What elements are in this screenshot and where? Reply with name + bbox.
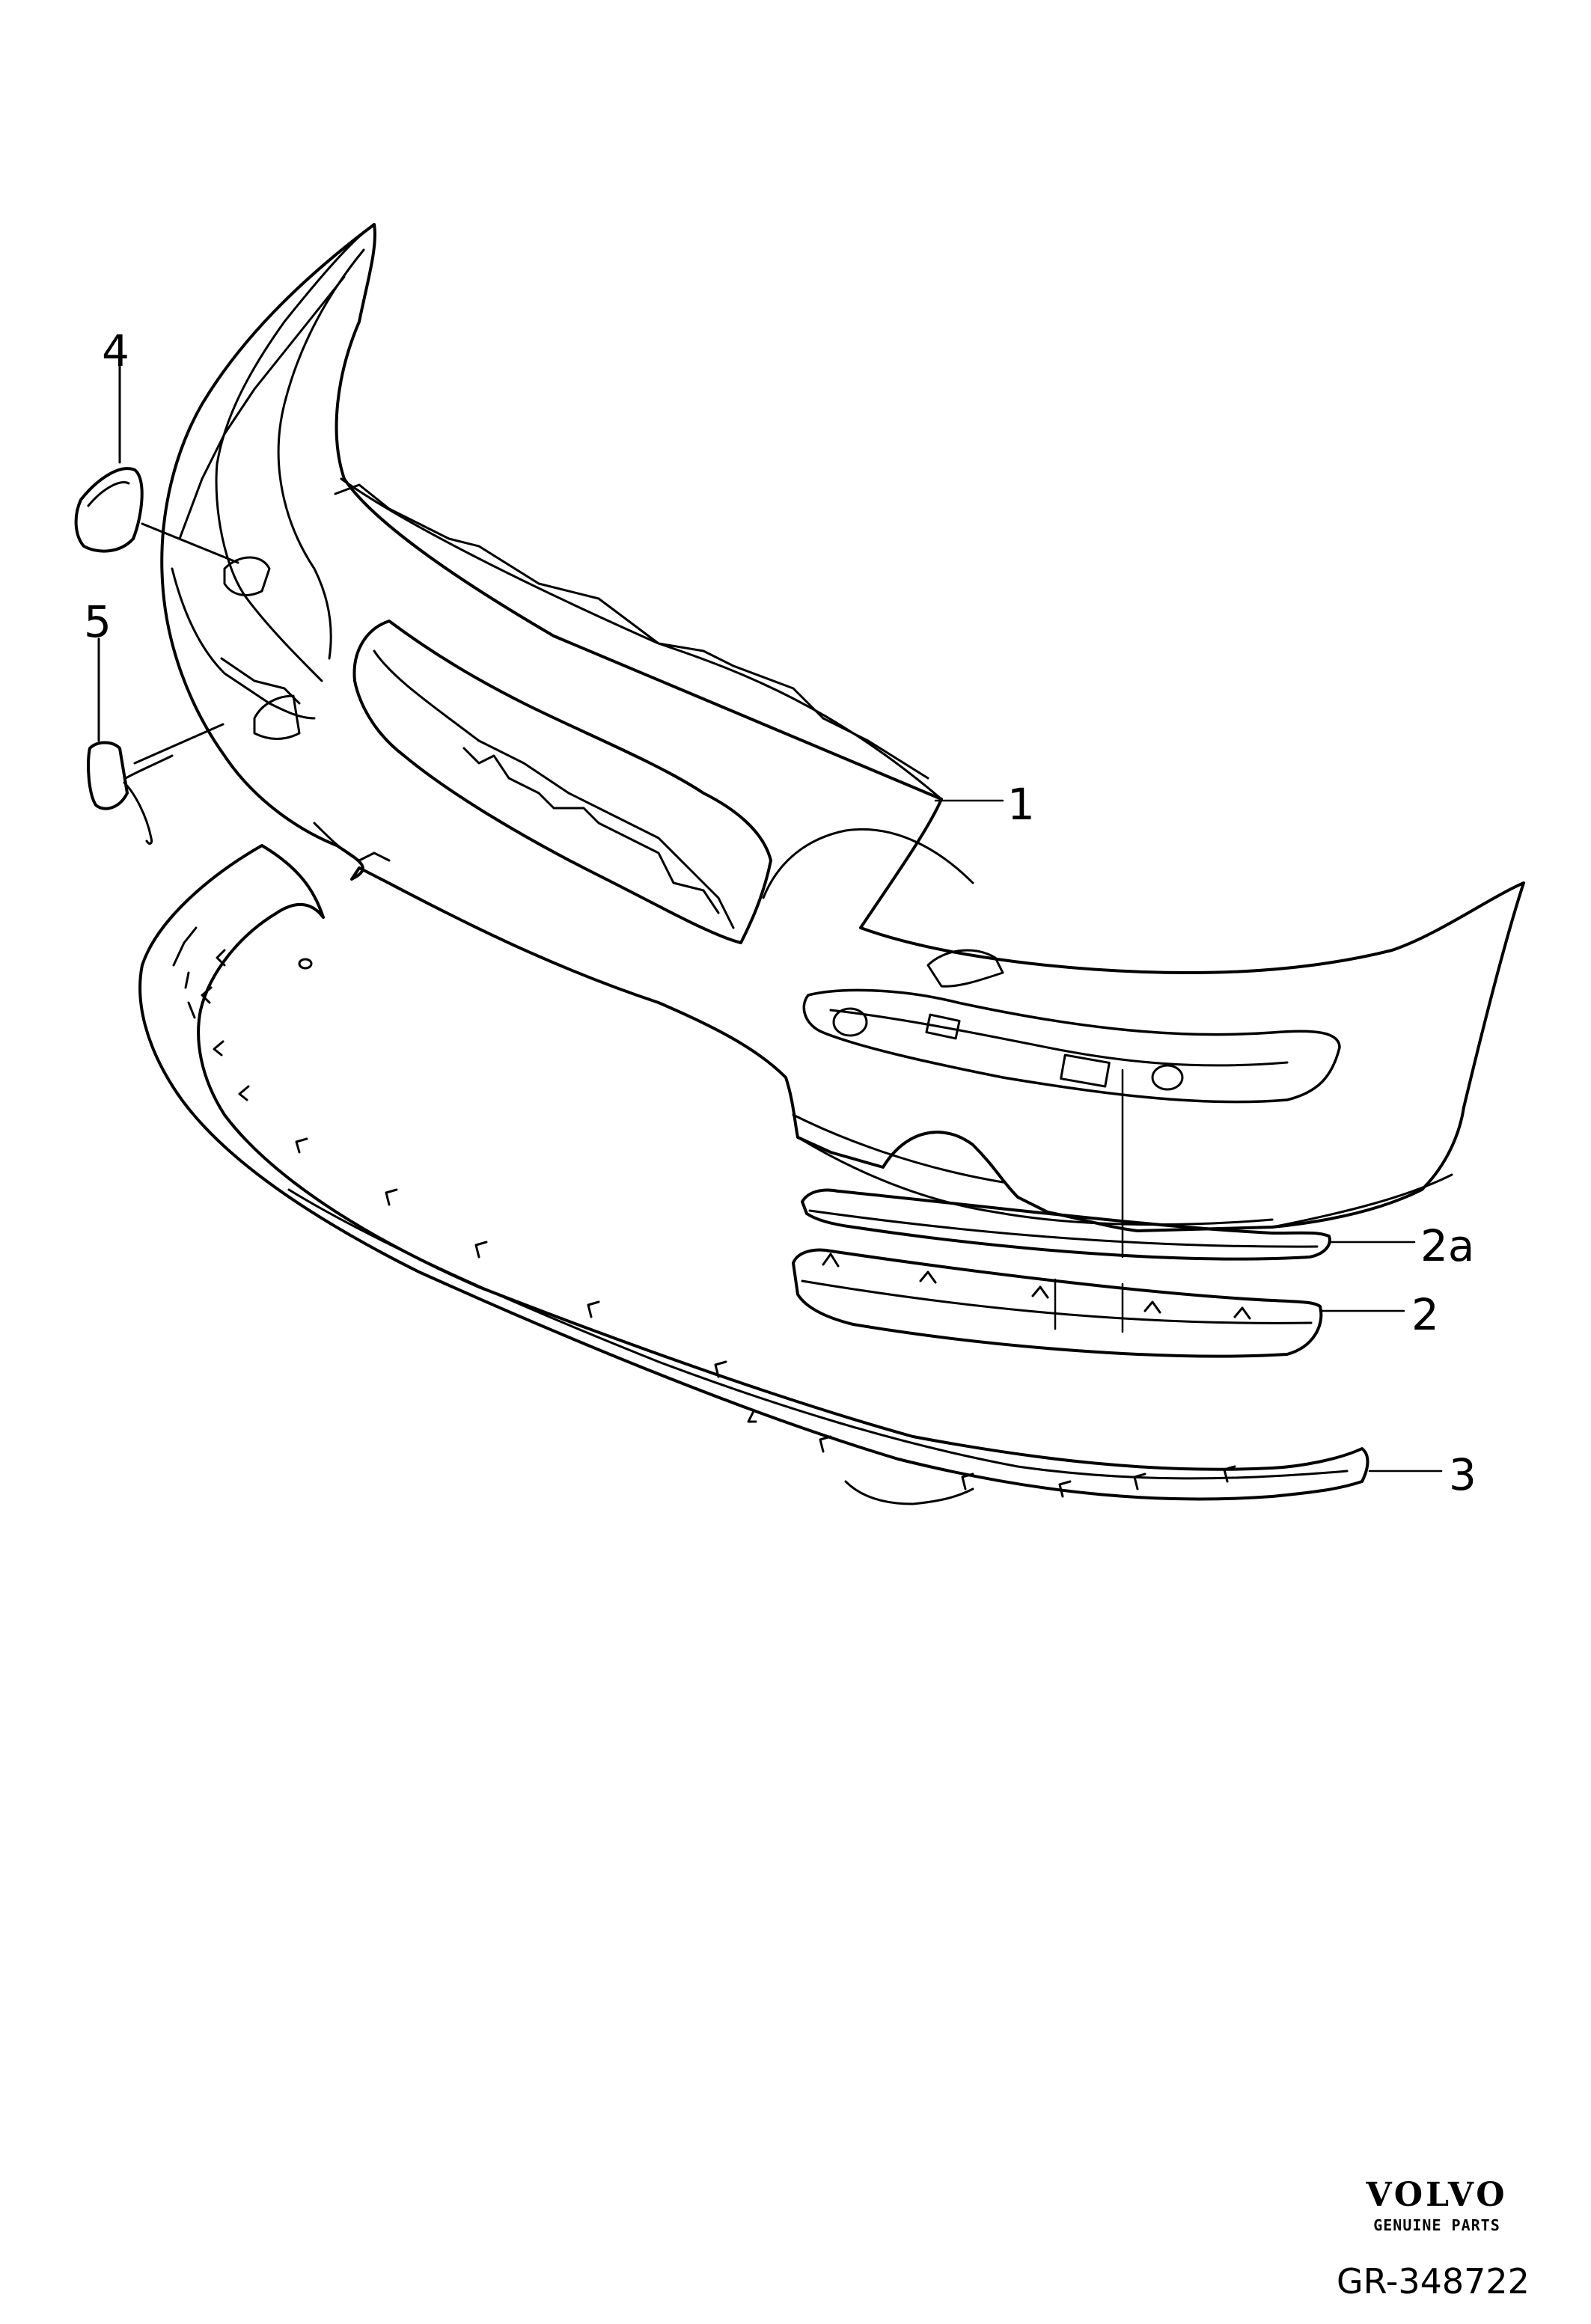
callout-4: 4 xyxy=(102,325,129,376)
callout-3: 3 xyxy=(1449,1449,1477,1500)
callout-1: 1 xyxy=(1007,779,1035,830)
tow-hook-cover-part-5 xyxy=(87,637,225,845)
brand-subtitle: GENUINE PARTS xyxy=(1373,2216,1500,2234)
brand-logo-text: VOLVO xyxy=(1366,2176,1508,2214)
moulding-base-part-2 xyxy=(792,1248,1323,1358)
trim-strip-part-2a xyxy=(801,1068,1331,1261)
drawing-number: GR-348722 xyxy=(1337,2261,1530,2302)
callout-2: 2 xyxy=(1411,1289,1439,1340)
spoiler-part-3 xyxy=(138,844,1369,1505)
bumper-cover-part-1 xyxy=(160,223,1525,1232)
leader-lines xyxy=(934,799,1443,1473)
washer-cover-part-4 xyxy=(74,353,239,564)
callout-2a: 2a xyxy=(1420,1220,1475,1271)
callout-5: 5 xyxy=(84,596,112,647)
